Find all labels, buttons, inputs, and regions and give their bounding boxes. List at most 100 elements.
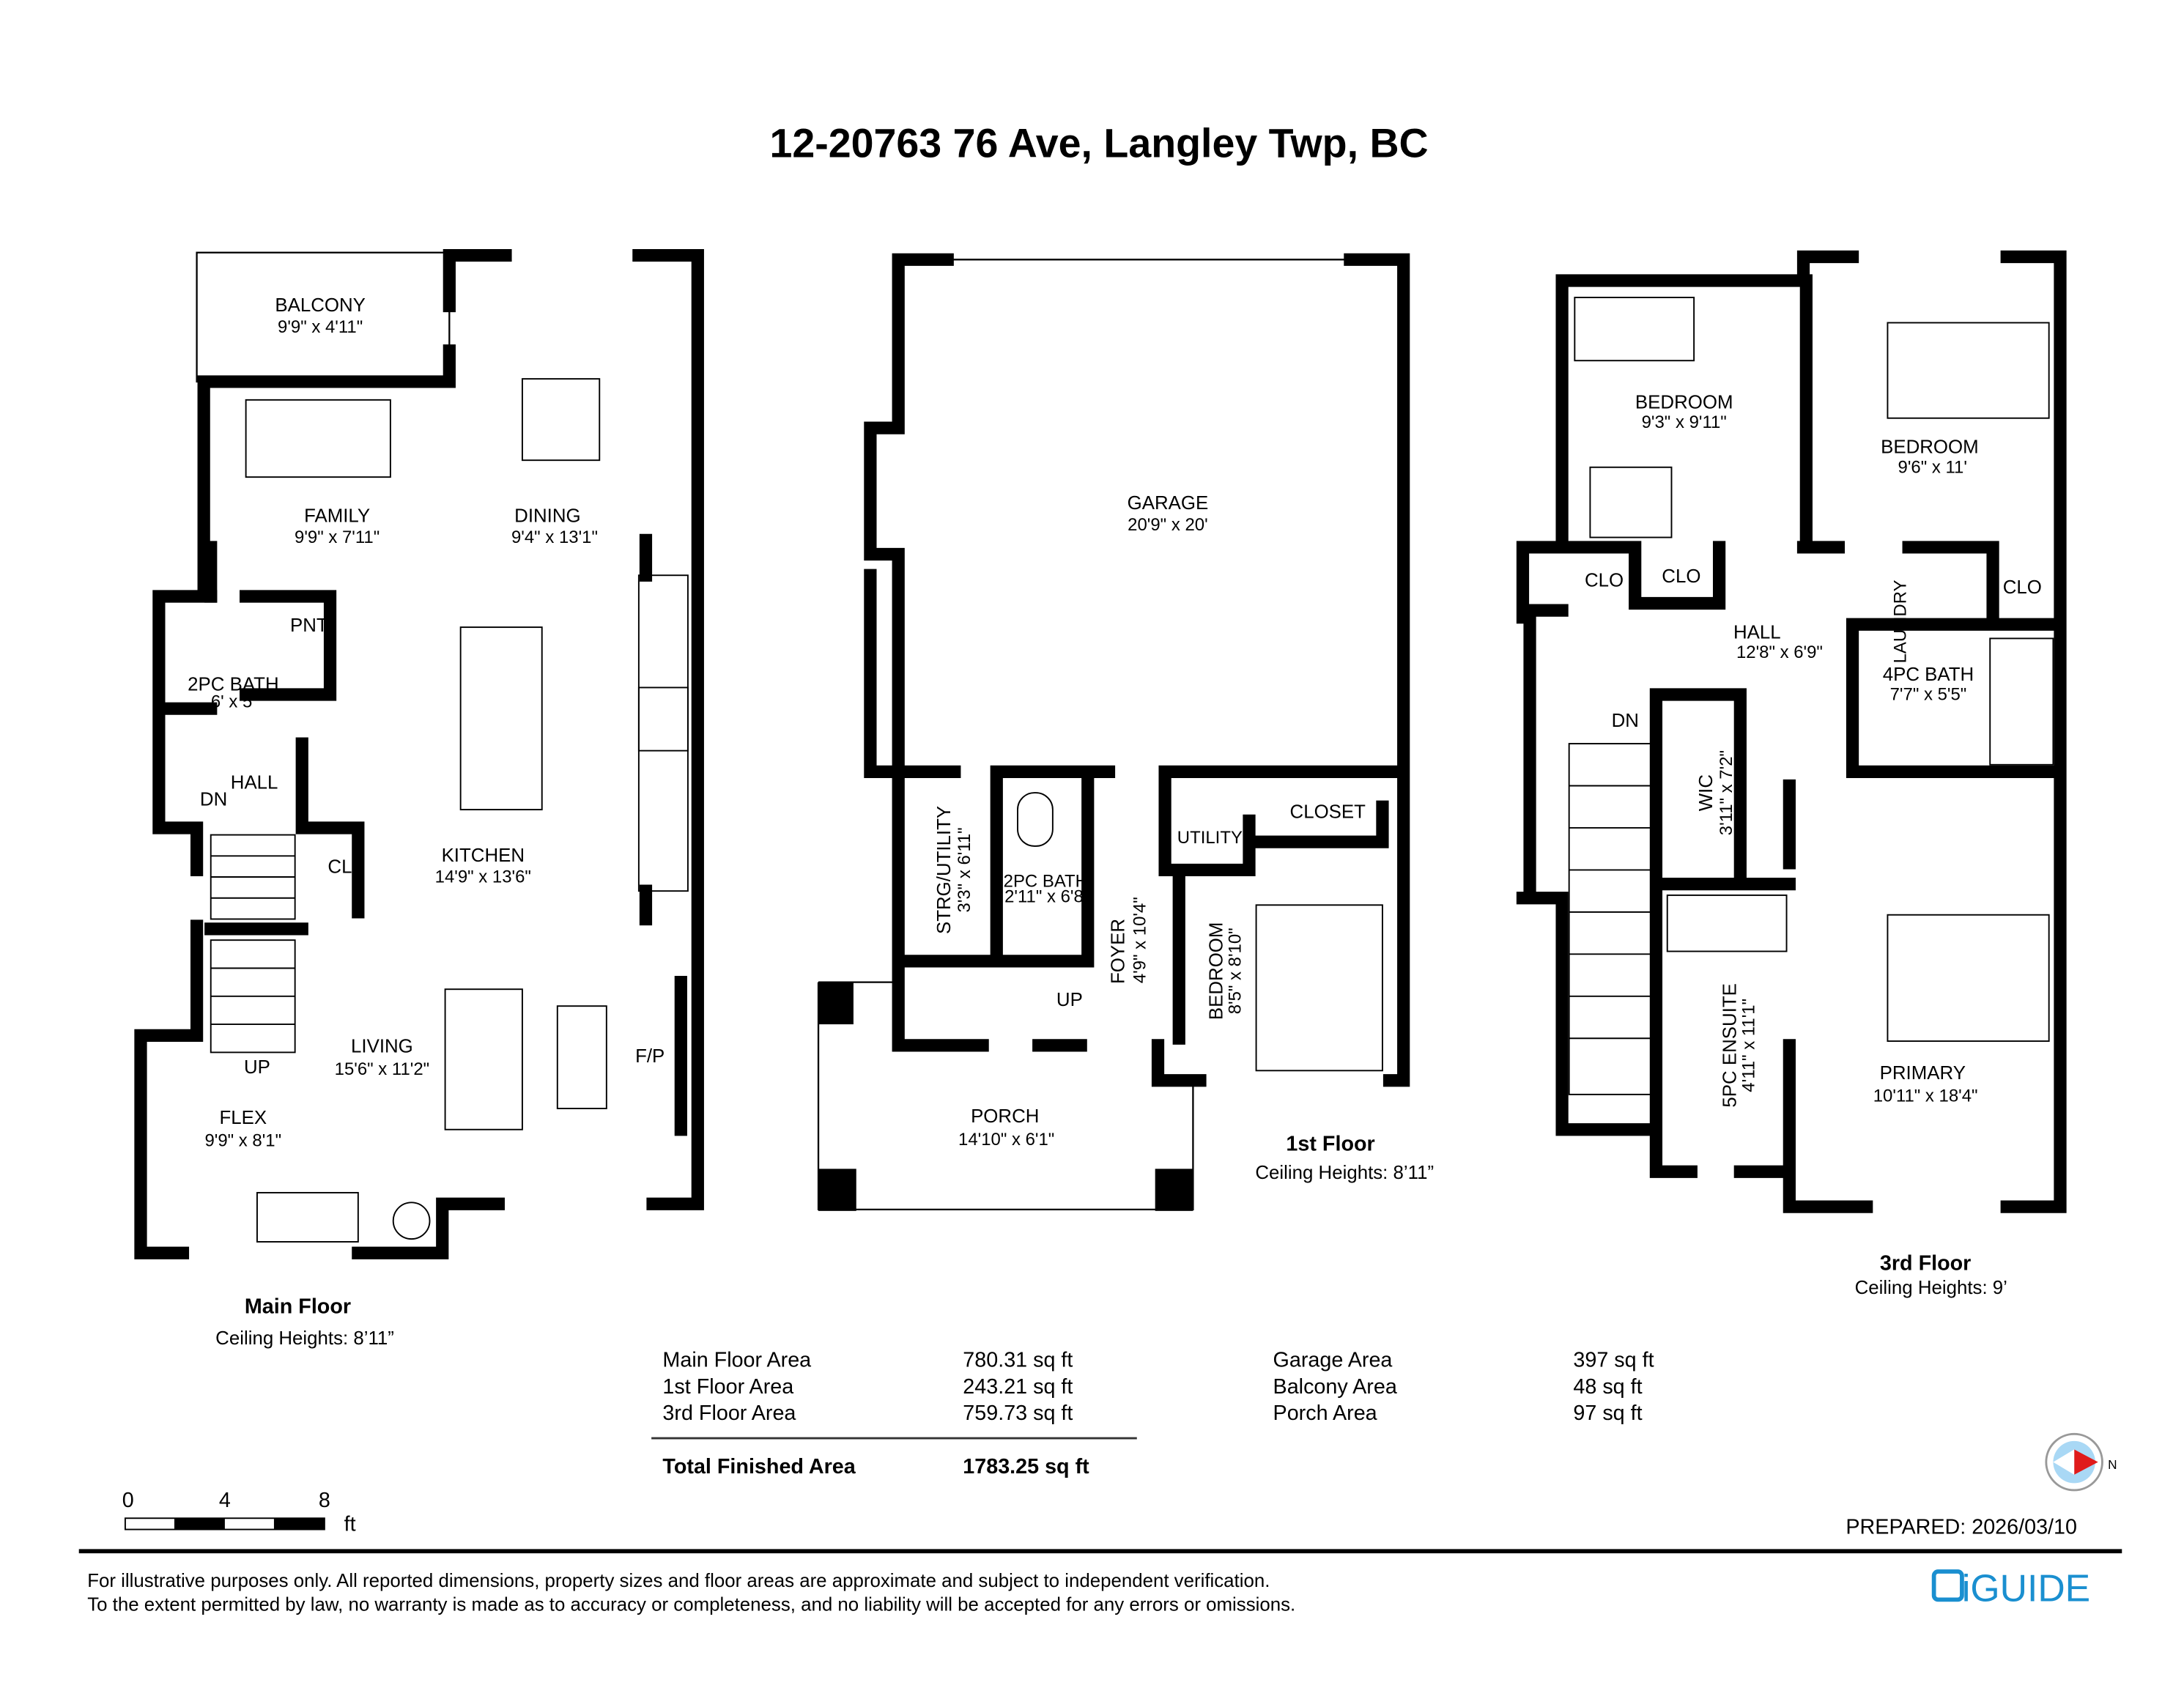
scale-tick: 4 — [219, 1489, 231, 1512]
room-dims: 9'9" x 7'11" — [295, 528, 380, 547]
area-value: 397 sq ft — [1573, 1348, 1654, 1372]
room-name: BEDROOM — [1635, 392, 1733, 412]
bedroom-bed — [1255, 904, 1383, 1072]
stairs-down-label: DN — [1612, 711, 1639, 731]
room-name: 4PC BATH — [1883, 665, 1974, 685]
room-name: CLO — [2003, 577, 2042, 598]
room-name: CLOSET — [1290, 802, 1366, 823]
iguide-logo: iGUIDE — [1931, 1566, 2090, 1609]
scale-tick: 0 — [122, 1489, 134, 1512]
plant — [392, 1202, 431, 1240]
area-label: Balcony Area — [1273, 1375, 1397, 1399]
living-sofa — [444, 988, 523, 1130]
ceiling-height: Ceiling Heights: 8’11” — [1255, 1163, 1434, 1183]
total-area-value: 1783.25 sq ft — [963, 1455, 1089, 1478]
bathtub — [1989, 637, 2054, 766]
disclaimer-line: To the extent permitted by law, no warra… — [87, 1595, 1295, 1615]
floor-name: 3rd Floor — [1880, 1251, 1971, 1275]
bed — [1887, 322, 2050, 419]
room-name: CL — [327, 856, 352, 877]
first-floor-plan: GARAGE 20'9" x 20' STRG/UTILITY 3'3" x 6… — [817, 253, 1434, 1211]
first-floor-walls — [864, 253, 1410, 1087]
area-value: 97 sq ft — [1573, 1402, 1642, 1425]
room-dims: 9'6" x 11' — [1898, 457, 1967, 477]
shower — [1666, 894, 1788, 952]
area-value: 243.21 sq ft — [963, 1375, 1073, 1399]
room-dims: 9'3" x 9'11" — [1642, 412, 1727, 432]
room-dims: 3'3" x 6'11" — [955, 827, 974, 912]
compass-icon: N — [2045, 1432, 2117, 1492]
stairs-up-label: UP — [244, 1057, 270, 1078]
scale-tick: 8 — [319, 1489, 330, 1512]
porch-post — [1155, 1169, 1193, 1211]
room-name: LIVING — [351, 1036, 413, 1056]
room-name: DINING — [514, 506, 580, 526]
fireplace-label: F/P — [635, 1046, 665, 1067]
room-dims: 6' x 5' — [211, 692, 256, 711]
porch-post — [818, 1169, 856, 1211]
room-dims: 10'11" x 18'4" — [1873, 1086, 1978, 1106]
room-name: FLEX — [219, 1108, 267, 1128]
room-name: HALL — [1733, 622, 1781, 643]
main-floor-walls — [134, 248, 704, 1259]
dining-table — [521, 378, 601, 462]
porch-post — [818, 982, 854, 1025]
room-name: CLO — [1585, 571, 1624, 591]
scale-bar: 0 4 8 ft — [122, 1489, 356, 1536]
room-name: GARAGE — [1128, 493, 1209, 514]
room-dims: 9'4" x 13'1" — [511, 528, 598, 547]
prepared-date: PREPARED: 2026/03/10 — [1846, 1515, 2077, 1539]
room-dims: 3'11" x 7'2" — [1717, 750, 1736, 835]
room-dims: 12'8" x 6'9" — [1736, 643, 1823, 662]
room-dims: 7'7" x 5'5" — [1890, 685, 1967, 705]
room-name: BALCONY — [275, 295, 366, 316]
main-floor-plan: BALCONY 9'9" x 4'11" FAMILY 9'9" x 7'11"… — [134, 248, 704, 1349]
room-name: FAMILY — [304, 506, 370, 526]
room-dims: 4'9" x 10'4" — [1130, 897, 1150, 983]
main-interior-walls — [204, 533, 687, 1136]
area-label: 1st Floor Area — [662, 1375, 793, 1399]
area-label: Main Floor Area — [662, 1348, 811, 1372]
room-dims: 2'11" x 6'8" — [1004, 886, 1089, 906]
area-value: 759.73 sq ft — [963, 1402, 1073, 1425]
counter — [637, 574, 689, 892]
logo-text: iGUIDE — [1962, 1566, 2090, 1609]
floor-name: Main Floor — [245, 1295, 351, 1319]
kitchen-island — [459, 626, 543, 811]
room-name: BEDROOM — [1207, 922, 1227, 1021]
ceiling-height: Ceiling Heights: 9’ — [1855, 1278, 2007, 1298]
room-name: CLO — [1662, 566, 1700, 587]
room-name: 2PC BATH — [188, 674, 278, 695]
stairs-down-label: DN — [200, 789, 227, 810]
room-name: UTILITY — [1177, 828, 1243, 848]
room-name: HALL — [231, 772, 278, 793]
third-floor-plan: BEDROOM 9'3" x 9'11" BEDROOM 9'6" x 11' … — [1516, 250, 2067, 1298]
area-value: 48 sq ft — [1573, 1375, 1642, 1399]
scale-unit: ft — [344, 1512, 356, 1536]
room-dims: 14'10" x 6'1" — [958, 1130, 1054, 1150]
room-dims: 9'9" x 8'1" — [204, 1131, 281, 1151]
stairs-third — [1568, 743, 1654, 1095]
room-dims: 20'9" x 20' — [1128, 515, 1207, 535]
stairs-up-label: UP — [1056, 990, 1083, 1010]
room-name: PORCH — [971, 1106, 1039, 1127]
footer-divider — [78, 1549, 2122, 1554]
area-label: Garage Area — [1273, 1348, 1393, 1372]
sofa — [245, 399, 391, 478]
stove — [637, 686, 689, 752]
room-name: LAUNDRY — [1890, 580, 1910, 663]
porch-outline — [817, 981, 1194, 1211]
room-name: KITCHEN — [442, 845, 525, 866]
room-name: PRIMARY — [1880, 1063, 1966, 1084]
bed — [1887, 914, 2050, 1043]
room-dims: 8'5" x 8'10" — [1226, 928, 1245, 1014]
disclaimer-line: For illustrative purposes only. All repo… — [87, 1571, 1270, 1591]
floor-name: 1st Floor — [1286, 1132, 1374, 1155]
room-name: PNT — [290, 615, 328, 636]
area-label: Porch Area — [1273, 1402, 1377, 1425]
room-name: WIC — [1696, 774, 1717, 811]
page-title: 12-20763 76 Ave, Langley Twp, BC — [769, 121, 1428, 166]
room-name: STRG/UTILITY — [934, 806, 955, 934]
coffee-table — [556, 1005, 607, 1109]
